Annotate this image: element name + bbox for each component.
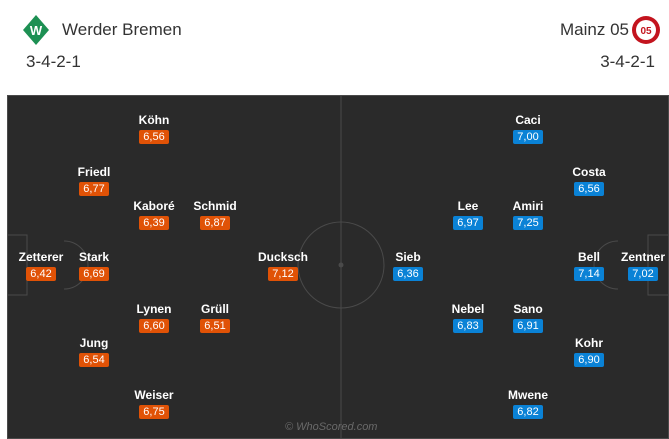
player-home-jung[interactable]: Jung 6,54: [59, 336, 129, 368]
player-home-kabore[interactable]: Kaboré 6,39: [119, 199, 189, 231]
away-team-name[interactable]: Mainz 05: [560, 20, 629, 39]
player-away-mwene[interactable]: Mwene 6,82: [493, 388, 563, 420]
player-rating-badge: 7,02: [628, 267, 658, 281]
player-rating-badge: 6,54: [79, 353, 109, 367]
player-name: Sieb: [395, 250, 421, 264]
player-rating-badge: 6,82: [513, 405, 543, 419]
home-team-name[interactable]: Werder Bremen: [62, 20, 182, 39]
player-rating-badge: 6,87: [200, 216, 230, 230]
player-name: Costa: [572, 165, 606, 179]
player-rating-badge: 6,97: [453, 216, 483, 230]
player-name: Schmid: [193, 199, 237, 213]
player-rating-badge: 6,77: [79, 182, 109, 196]
match-header: W Werder Bremen 3-4-2-1 Mainz 05 05 3-4-…: [0, 0, 669, 90]
player-home-ducksch[interactable]: Ducksch 7,12: [248, 250, 318, 282]
player-rating-badge: 6,39: [139, 216, 169, 230]
player-name: Caci: [515, 113, 541, 127]
svg-text:05: 05: [640, 26, 652, 37]
player-away-amiri[interactable]: Amiri 7,25: [493, 199, 563, 231]
player-rating-badge: 6,36: [393, 267, 423, 281]
player-away-caci[interactable]: Caci 7,00: [493, 113, 563, 145]
player-away-costa[interactable]: Costa 6,56: [554, 165, 624, 197]
player-rating-badge: 7,25: [513, 216, 543, 230]
player-name: Lee: [457, 199, 479, 213]
player-rating-badge: 6,75: [139, 405, 169, 419]
player-rating-badge: 6,90: [574, 353, 604, 367]
player-rating-badge: 6,83: [453, 319, 483, 333]
player-away-bell[interactable]: Bell 7,14: [554, 250, 624, 282]
player-rating-badge: 7,12: [268, 267, 298, 281]
player-name: Kaboré: [133, 199, 175, 213]
player-name: Kohr: [575, 336, 603, 350]
player-rating-badge: 6,42: [26, 267, 56, 281]
watermark: © WhoScored.com: [285, 421, 378, 433]
player-away-sieb[interactable]: Sieb 6,36: [373, 250, 443, 282]
home-formation: 3-4-2-1: [26, 52, 81, 71]
player-home-zetterer[interactable]: Zetterer 6,42: [7, 250, 76, 282]
player-home-lynen[interactable]: Lynen 6,60: [119, 302, 189, 334]
player-rating-badge: 6,56: [139, 130, 169, 144]
player-name: Mwene: [507, 388, 548, 402]
player-name: Weiser: [134, 388, 174, 402]
mainz-05-crest-icon: 05: [632, 16, 660, 44]
player-home-friedl[interactable]: Friedl 6,77: [59, 165, 129, 197]
player-name: Nebel: [451, 302, 485, 316]
player-home-schmid[interactable]: Schmid 6,87: [180, 199, 250, 231]
player-name: Bell: [577, 250, 600, 264]
player-name: Köhn: [138, 113, 170, 127]
player-rating-badge: 7,14: [574, 267, 604, 281]
player-away-sano[interactable]: Sano 6,91: [493, 302, 563, 334]
player-home-grull[interactable]: Grüll 6,51: [180, 302, 250, 334]
player-name: Sano: [513, 302, 543, 316]
player-away-nebel[interactable]: Nebel 6,83: [433, 302, 503, 334]
werder-diamond-icon: W: [23, 15, 49, 45]
player-name: Lynen: [136, 302, 172, 316]
player-name: Grüll: [200, 302, 229, 316]
pitch: Zetterer 6,42 Friedl 6,77 Stark 6,69 Jun…: [7, 95, 669, 439]
player-home-kohn[interactable]: Köhn 6,56: [119, 113, 189, 145]
svg-text:W: W: [30, 23, 43, 38]
player-rating-badge: 6,91: [513, 319, 543, 333]
player-rating-badge: 6,69: [79, 267, 109, 281]
player-name: Friedl: [77, 165, 111, 179]
player-name: Zentner: [620, 250, 665, 264]
player-home-stark[interactable]: Stark 6,69: [59, 250, 129, 282]
player-name: Stark: [78, 250, 110, 264]
player-name: Zetterer: [18, 250, 64, 264]
player-away-zentner[interactable]: Zentner 7,02: [608, 250, 669, 282]
player-name: Amiri: [512, 199, 544, 213]
away-formation: 3-4-2-1: [600, 52, 655, 71]
player-rating-badge: 6,60: [139, 319, 169, 333]
player-rating-badge: 7,00: [513, 130, 543, 144]
player-away-kohr[interactable]: Kohr 6,90: [554, 336, 624, 368]
player-away-lee[interactable]: Lee 6,97: [433, 199, 503, 231]
player-home-weiser[interactable]: Weiser 6,75: [119, 388, 189, 420]
player-rating-badge: 6,51: [200, 319, 230, 333]
player-name: Jung: [79, 336, 109, 350]
player-rating-badge: 6,56: [574, 182, 604, 196]
player-name: Ducksch: [257, 250, 309, 264]
